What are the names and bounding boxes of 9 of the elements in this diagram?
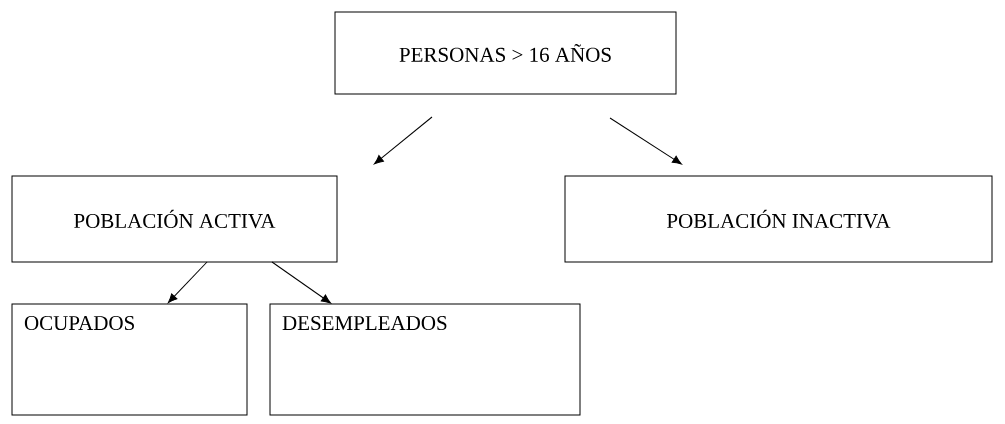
box: POBLACIÓN ACTIVA (11, 175, 338, 263)
box: OCUPADOS (11, 303, 248, 416)
box: PERSONAS > 16 AÑOS (334, 11, 677, 95)
arrow (271, 261, 331, 304)
arrow (167, 261, 208, 304)
box: DESEMPLEADOS (269, 303, 581, 416)
arrow (609, 117, 682, 165)
box: POBLACIÓN INACTIVA (564, 175, 993, 263)
arrow (374, 116, 433, 165)
